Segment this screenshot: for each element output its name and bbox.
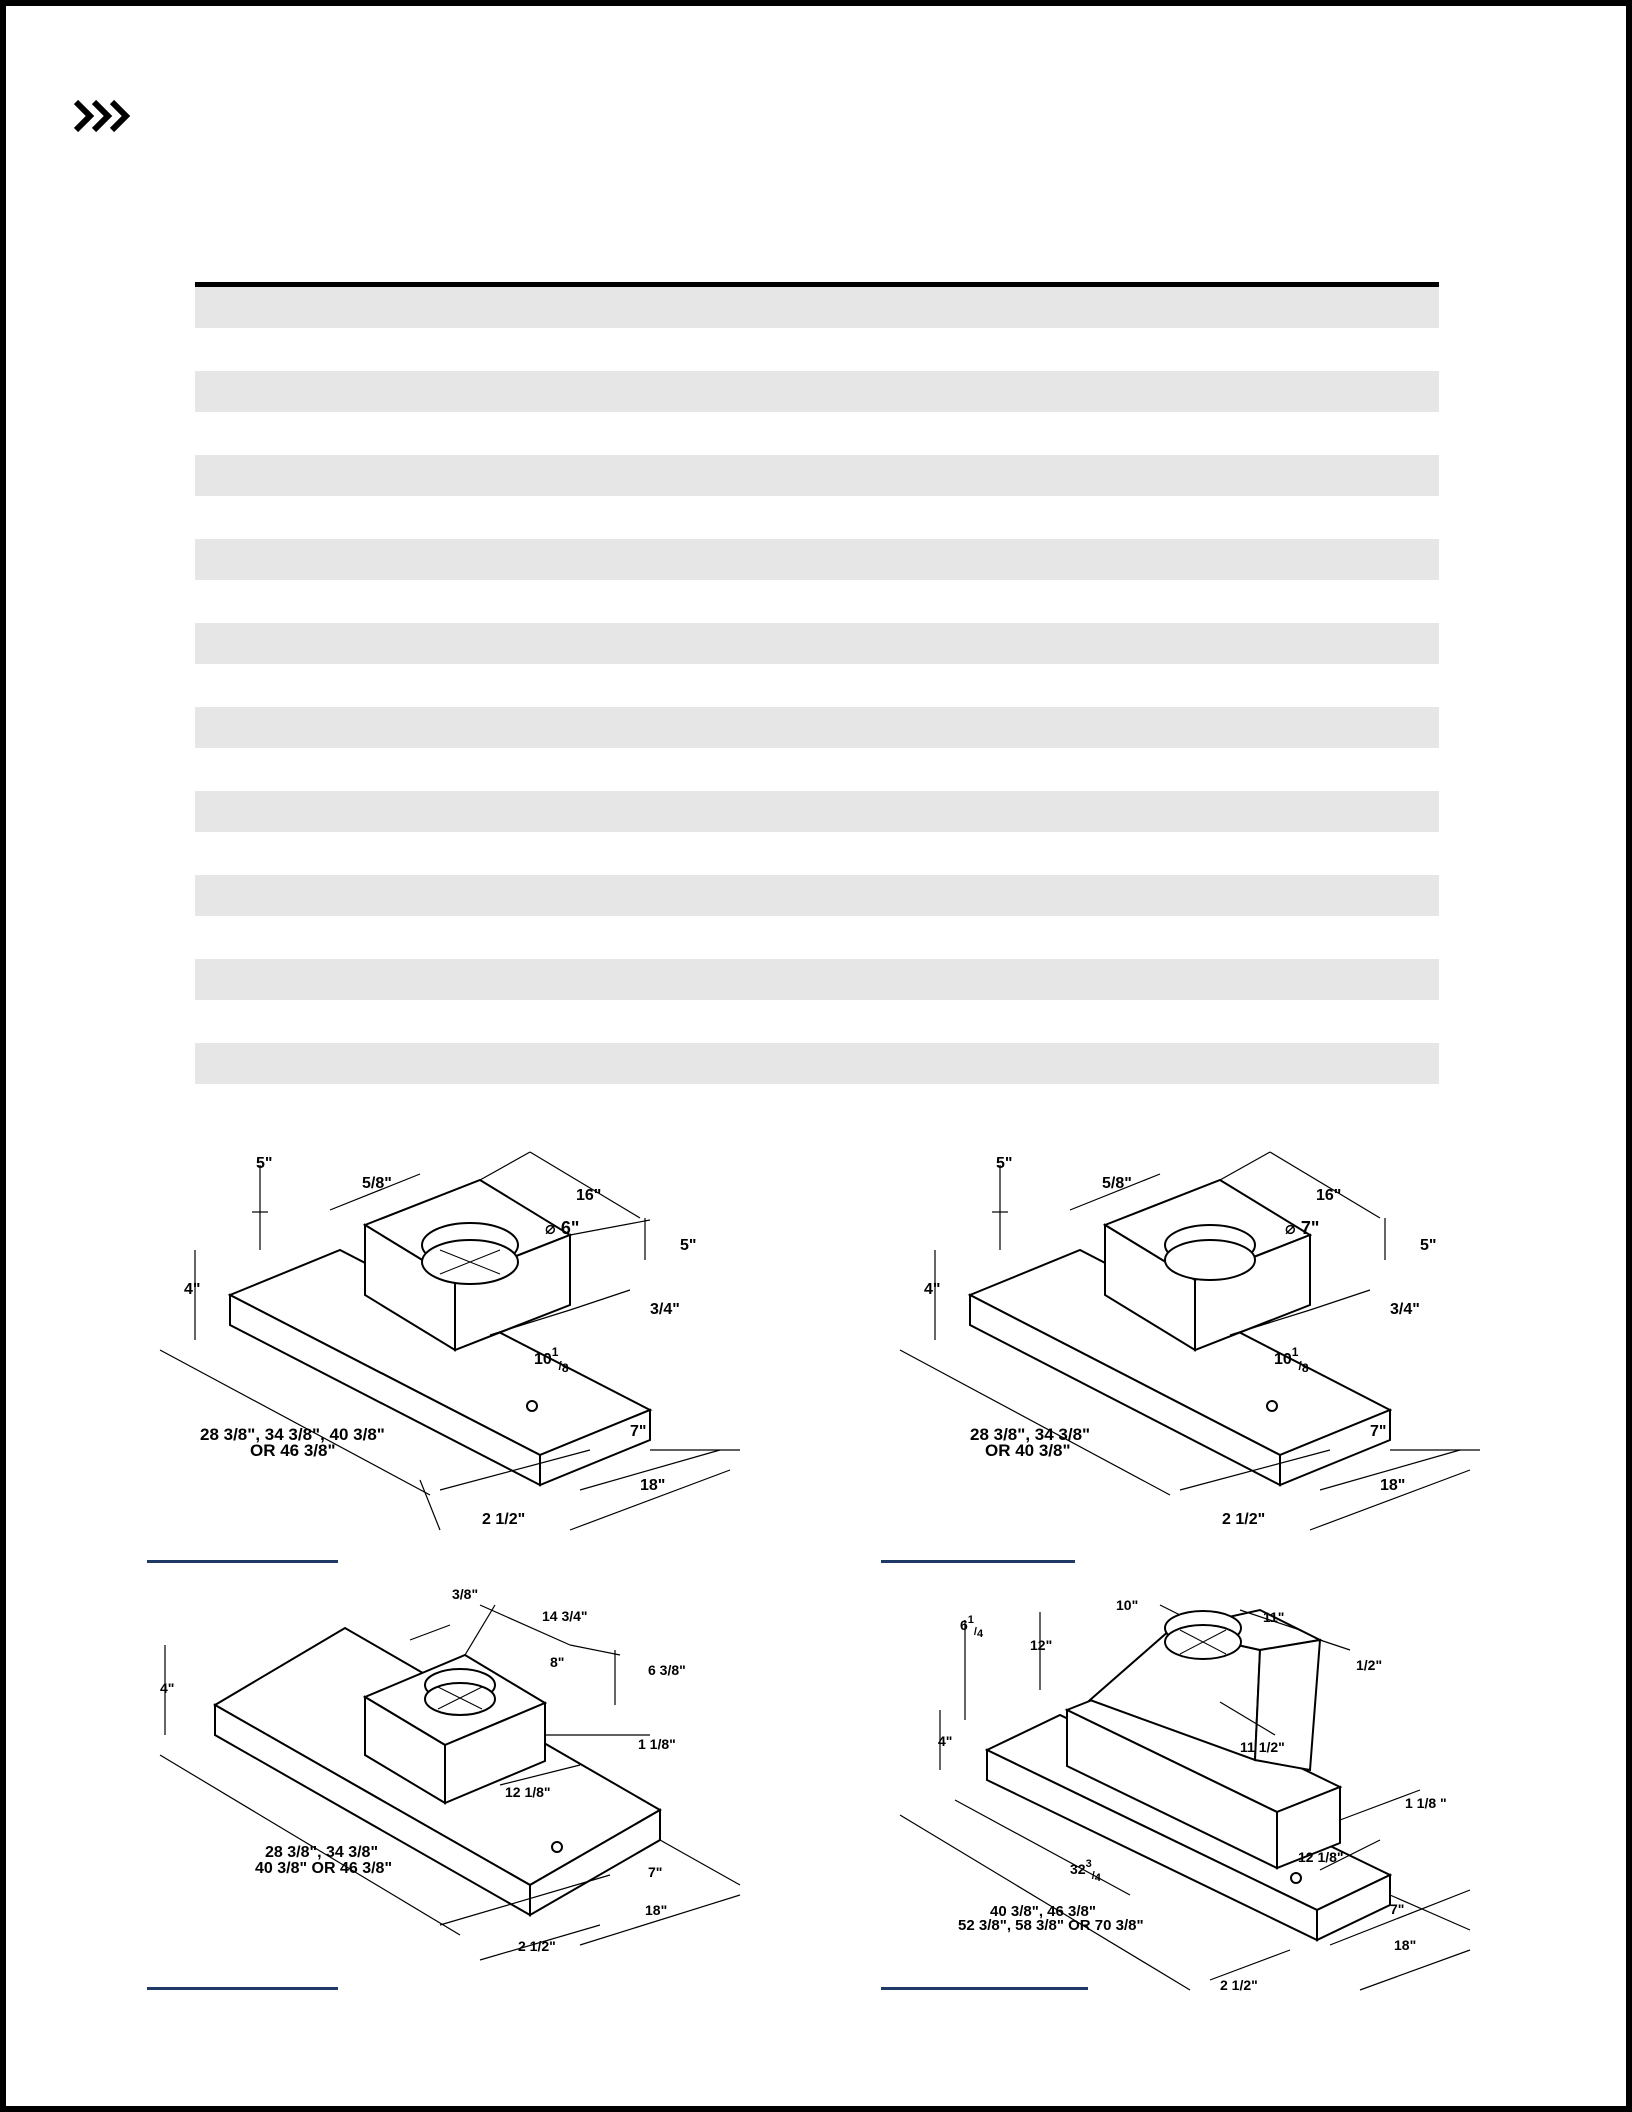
dim-4: 4" [924,1281,940,1298]
dim-7: 7" [648,1864,662,1880]
triple-chevron-icon [73,99,131,133]
spec-table [195,287,1439,1127]
dim-5: 5" [256,1155,272,1172]
dim-4: 4" [184,1281,200,1298]
dim-18: 18" [640,1477,665,1494]
spec-table-row [195,875,1439,916]
dim-width-line1: 28 3/8", 34 3/8", 40 3/8" [200,1425,385,1444]
dimension-lines [899,1604,1471,1991]
dimension-lines [159,1151,740,1531]
spec-table-row [195,539,1439,580]
dim-width-line1: 40 3/8", 46 3/8" [990,1903,1096,1920]
dim-1-1-8: 1 1/8 " [1405,1795,1447,1811]
dim-width-line2: OR 40 3/8" [985,1441,1071,1460]
dim-3-4: 3/4" [650,1301,680,1318]
dim-4: 4" [938,1733,952,1749]
dim-6-1-4: 61/4 [960,1614,984,1640]
dim-width-line1: 28 3/8", 34 3/8" [970,1425,1090,1444]
dim-10: 10" [1116,1597,1138,1613]
spec-table-row [195,455,1439,496]
dim-12-1-8: 12 1/8" [1298,1849,1344,1865]
dim-16: 16" [576,1187,601,1204]
diagram-hood-10in-duct: 10" 11" 61/4 12" 1/2" 4" 11 1/2" 1 1/8 "… [880,1590,1500,2010]
dim-8: 8" [550,1654,564,1670]
caption-rule-1 [147,1560,338,1563]
spec-table-row [195,287,1439,328]
caption-rule-2 [881,1560,1075,1563]
diagram-hood-8in-duct: 3/8" 14 3/4" 8" 6 3/8" 4" 1 1/8" 12 1/8"… [140,1585,760,1975]
dim-5-8: 5/8" [1102,1175,1132,1192]
duct-collar [421,1222,519,1285]
caption-rule-4 [881,1987,1088,1990]
dim-10-1-8: 101/8 [1274,1345,1309,1375]
duct-collar [1164,1610,1242,1660]
dim-2-1-2: 2 1/2" [1220,1977,1258,1993]
dim-3-4: 3/4" [1390,1301,1420,1318]
dim-18: 18" [645,1902,667,1918]
dim-diameter: ⌀ 6" [545,1218,579,1238]
table-top-rule [195,282,1439,287]
dim-width-line2: 52 3/8", 58 3/8" OR 70 3/8" [958,1917,1144,1934]
dim-16: 16" [1316,1187,1341,1204]
dim-1-2: 1/2" [1356,1657,1382,1673]
caption-rule-3 [147,1987,338,1990]
dimension-lines [899,1151,1480,1531]
dim-7: 7" [630,1423,646,1440]
light-hole [1290,1872,1302,1884]
duct-collar [1164,1224,1256,1281]
light-hole [526,1400,538,1412]
light-hole [1266,1400,1278,1412]
dim-width-line1: 28 3/8", 34 3/8" [265,1844,378,1861]
dim-12-1-8: 12 1/8" [505,1784,551,1800]
spec-table-row [195,371,1439,412]
dim-2-1-2: 2 1/2" [1222,1511,1265,1528]
dim-5b: 5" [1420,1237,1436,1254]
dim-7: 7" [1370,1423,1386,1440]
dimension-lines [159,1604,741,1961]
hood-body [227,1248,653,1487]
dim-2-1-2: 2 1/2" [518,1938,556,1954]
spec-table-row [195,623,1439,664]
dim-7: 7" [1390,1901,1404,1917]
tapered-transition [1088,1608,1324,1772]
diagram-hood-7in-duct: 5" 5/8" 16" ⌀ 7" 5" 4" 3/4" 101/8 28 3/8… [880,1150,1500,1540]
spec-table-row [195,959,1439,1000]
hood-body [967,1248,1393,1487]
spec-table-row [195,791,1439,832]
dim-5: 5" [996,1155,1012,1172]
dim-5-8: 5/8" [362,1175,392,1192]
dim-5b: 5" [680,1237,696,1254]
dim-1-1-8: 1 1/8" [638,1736,676,1752]
spec-table-row [195,1043,1439,1084]
dim-width-line2: OR 46 3/8" [250,1441,336,1460]
dim-3-8: 3/8" [452,1586,478,1602]
dim-width-line2: 40 3/8" OR 46 3/8" [255,1860,392,1877]
duct-collar [424,1668,496,1716]
dim-11-1-2: 11 1/2" [1240,1739,1285,1755]
dim-6-3-8: 6 3/8" [648,1662,686,1678]
dim-18: 18" [1380,1477,1405,1494]
dim-32-3-4: 323/4 [1070,1858,1102,1884]
dim-18: 18" [1394,1937,1416,1953]
dim-4: 4" [160,1680,174,1696]
spec-table-row [195,707,1439,748]
light-hole [551,1841,563,1853]
dim-diameter: ⌀ 7" [1285,1218,1319,1238]
dim-10-1-8: 101/8 [534,1345,569,1375]
diagram-hood-6in-duct: 5" 5/8" 16" ⌀ 6" 5" 4" 3/4" 101/8 28 3/8… [140,1150,760,1540]
dim-11: 11" [1263,1609,1284,1625]
dim-12: 12" [1030,1637,1052,1653]
dim-2-1-2: 2 1/2" [482,1511,525,1528]
dim-14-3-4: 14 3/4" [542,1608,588,1624]
